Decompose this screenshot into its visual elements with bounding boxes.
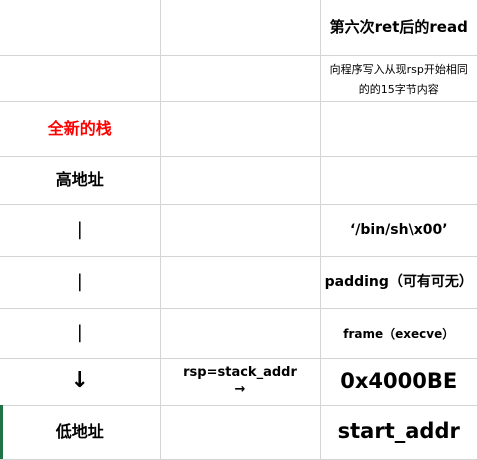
new-stack-label: 全新的栈 [47,118,112,138]
rsp-label: rsp=stack_addr [183,364,297,380]
cell-c7[interactable]: frame（execve） [319,307,477,359]
cell-b9[interactable] [159,404,321,460]
row-addr: ↓ rsp=stack_addr → 0x4000BE [0,357,477,406]
cell-a5[interactable]: | [0,203,161,257]
high-address-label: 高地址 [55,170,104,190]
cell-b4[interactable] [159,155,321,205]
selection-edge [0,405,3,459]
cell-c8[interactable]: 0x4000BE [319,357,477,406]
cell-a4[interactable]: 高地址 [0,155,161,205]
row-binsh: | ‘/bin/sh\x00’ [0,203,477,257]
stack-padding: padding（可有可无） [324,274,473,290]
row-header-title: 第六次ret后的read [0,0,477,56]
bar-marker-3: | [76,322,83,344]
cell-a1[interactable] [0,0,161,56]
cell-a7[interactable]: | [0,307,161,359]
stack-addr: 0x4000BE [340,368,458,393]
row-header-subtitle: 向程序写入从现rsp开始相同的的15字节内容 [0,54,477,102]
cell-c9[interactable]: start_addr [319,404,477,460]
cell-c5[interactable]: ‘/bin/sh\x00’ [319,203,477,257]
cell-c4[interactable] [319,155,477,205]
cell-c1[interactable]: 第六次ret后的read [319,0,477,56]
cell-b5[interactable] [159,203,321,257]
cell-c2[interactable]: 向程序写入从现rsp开始相同的的15字节内容 [319,54,477,102]
bar-marker-2: | [76,271,83,293]
stack-frame: frame（execve） [343,327,455,342]
row-high-address: 高地址 [0,155,477,205]
cell-a3[interactable]: 全新的栈 [0,100,161,157]
cell-c6[interactable]: padding（可有可无） [319,255,477,309]
stack-start: start_addr [337,419,460,444]
low-address-label: 低地址 [55,422,104,442]
cell-b8[interactable]: rsp=stack_addr → [159,357,321,406]
cell-c3[interactable] [319,100,477,157]
cell-b3[interactable] [159,100,321,157]
cell-a8[interactable]: ↓ [0,357,161,406]
right-arrow-icon: → [234,381,246,397]
header-title: 第六次ret后的read [329,17,468,36]
stack-binsh: ‘/bin/sh\x00’ [349,222,448,238]
cell-b6[interactable] [159,255,321,309]
cell-b2[interactable] [159,54,321,102]
header-subtitle: 向程序写入从现rsp开始相同的的15字节内容 [329,62,468,97]
cell-a2[interactable] [0,54,161,102]
down-arrow-icon: ↓ [70,368,89,394]
row-padding: | padding（可有可无） [0,255,477,309]
row-low-address: 低地址 start_addr [0,404,477,460]
cell-b7[interactable] [159,307,321,359]
row-new-stack: 全新的栈 [0,100,477,157]
cell-a6[interactable]: | [0,255,161,309]
cell-b1[interactable] [159,0,321,56]
row-frame: | frame（execve） [0,307,477,359]
bar-marker-1: | [76,219,83,241]
cell-a9[interactable]: 低地址 [0,404,161,460]
